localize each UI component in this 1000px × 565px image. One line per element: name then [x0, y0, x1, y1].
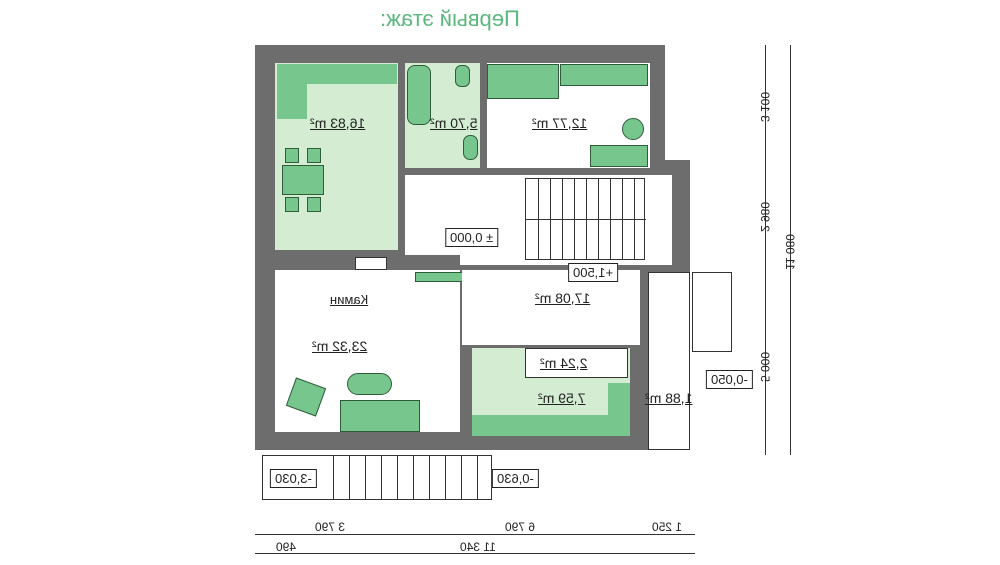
dim-line	[790, 45, 791, 455]
kitchen-counter-corner	[277, 64, 307, 119]
level-landing: +1,500	[568, 263, 619, 282]
dim-bottom-total: 11 340	[460, 540, 496, 554]
dim-bottom-c: 1 250	[652, 520, 683, 534]
level-entry: -0,630	[492, 469, 539, 488]
shelf	[560, 64, 648, 86]
fireplace-label: Камин	[330, 292, 369, 307]
entry-stairs	[262, 455, 492, 500]
area-porch: 1,88 m²	[645, 390, 693, 406]
area-kitchen: 16,83 m²	[310, 115, 366, 131]
area-living: 23,32 m²	[312, 338, 368, 354]
dim-line	[255, 534, 695, 535]
plan-title: Первый этаж:	[380, 6, 520, 31]
kitchen-counter	[277, 64, 397, 84]
dim-line	[765, 45, 766, 455]
level-ground: ± 0,000	[445, 228, 499, 247]
area-bathroom: 5,70 m²	[430, 115, 478, 131]
room-porch	[648, 272, 690, 450]
wardrobe	[487, 64, 559, 99]
area-utility: 7,59 m²	[538, 390, 586, 406]
staircase	[525, 178, 646, 260]
dim-right-b: 2 980	[758, 201, 773, 233]
level-porch: -0,050	[706, 370, 753, 389]
cabinet	[415, 272, 463, 282]
fireplace	[355, 257, 387, 270]
area-closet: 2,24 m²	[540, 355, 588, 371]
chair	[307, 148, 321, 163]
area-hall: 17,08 m²	[535, 290, 591, 306]
dim-right-total: 11 080	[782, 234, 797, 270]
chair	[285, 148, 299, 163]
fireplace-wall	[330, 255, 460, 270]
dim-bottom-d: 490	[276, 540, 297, 554]
toilet	[455, 65, 470, 87]
hall-lower	[462, 270, 640, 345]
bathtub	[407, 65, 431, 125]
utility-counter	[472, 415, 630, 436]
level-basement: -3,030	[270, 469, 317, 488]
dining-table	[282, 165, 324, 195]
chair	[285, 197, 299, 212]
dim-bottom-a: 3 790	[315, 520, 346, 534]
dim-bottom-b: 6 790	[505, 520, 536, 534]
chair	[307, 197, 321, 212]
sink	[463, 135, 478, 160]
room-closet	[525, 348, 628, 378]
area-bedroom: 12,77 m²	[532, 115, 588, 131]
sofa	[340, 400, 420, 432]
dim-line	[255, 553, 695, 554]
porch-steps	[692, 272, 732, 352]
desk	[590, 145, 648, 167]
utility-cabinet	[608, 383, 630, 435]
coffee-table	[347, 373, 392, 395]
round-table	[622, 118, 644, 140]
dim-right-c: 5 000	[758, 351, 773, 383]
dim-right-a: 3 100	[758, 91, 773, 123]
